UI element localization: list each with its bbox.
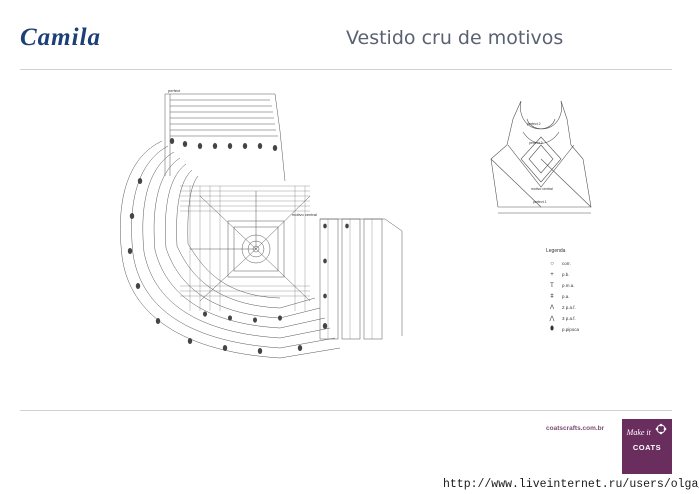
popcorn-icon: ⬮ [550,326,554,332]
legend-item: ǂ p.a. [546,291,626,302]
label-perfect: perfect [168,88,181,93]
chain-stitch-icon: ○ [550,260,554,267]
legend-item: ○ corr. [546,258,626,269]
top-divider [20,69,672,70]
legend-item: T p.m.a. [546,280,626,291]
legend-item: + p.b. [546,269,626,280]
dress-diagram: perfect 2 perfect 3 motivo central perfe… [490,100,592,214]
legend-item: Λ 2 p.a.f. [546,302,626,313]
crochet-chart: perfect motivo central [120,88,403,359]
legend: Legenda ○ corr. + p.b. T p.m.a. ǂ p.a. Λ… [546,248,626,335]
legend-item: ⬮ p.pipoca [546,324,626,335]
legend-item: ⋀ 3 p.a.f. [546,313,626,324]
small-label-motivo-central: motivo central [531,187,553,191]
three-dc-together-icon: ⋀ [549,316,555,322]
half-double-icon: T [550,282,554,289]
knot-icon [656,423,667,435]
small-label-perfect-2: perfect 2 [527,122,541,126]
watermark-url[interactable]: http://www.liveinternet.ru/users/olga_sa… [443,478,699,491]
badge-coats: COATS [632,443,662,452]
website-link[interactable]: coatscrafts.com.br [546,425,605,432]
double-crochet-icon: ǂ [550,293,554,300]
bottom-divider [20,410,672,411]
badge-make-it: Make it [626,428,651,437]
two-dc-together-icon: Λ [549,304,554,311]
legend-title: Legenda [546,248,566,254]
brand-logo: Camila [20,24,102,51]
page-title: Vestido cru de motivos [346,27,564,49]
small-label-perfect-3: perfect 3 [529,141,543,145]
coats-badge: Make it COATS [622,419,672,474]
slip-stitch-icon: + [550,271,554,278]
label-motivo-central: motivo central [292,212,317,217]
small-label-perfect-1: perfect 1 [533,200,547,204]
